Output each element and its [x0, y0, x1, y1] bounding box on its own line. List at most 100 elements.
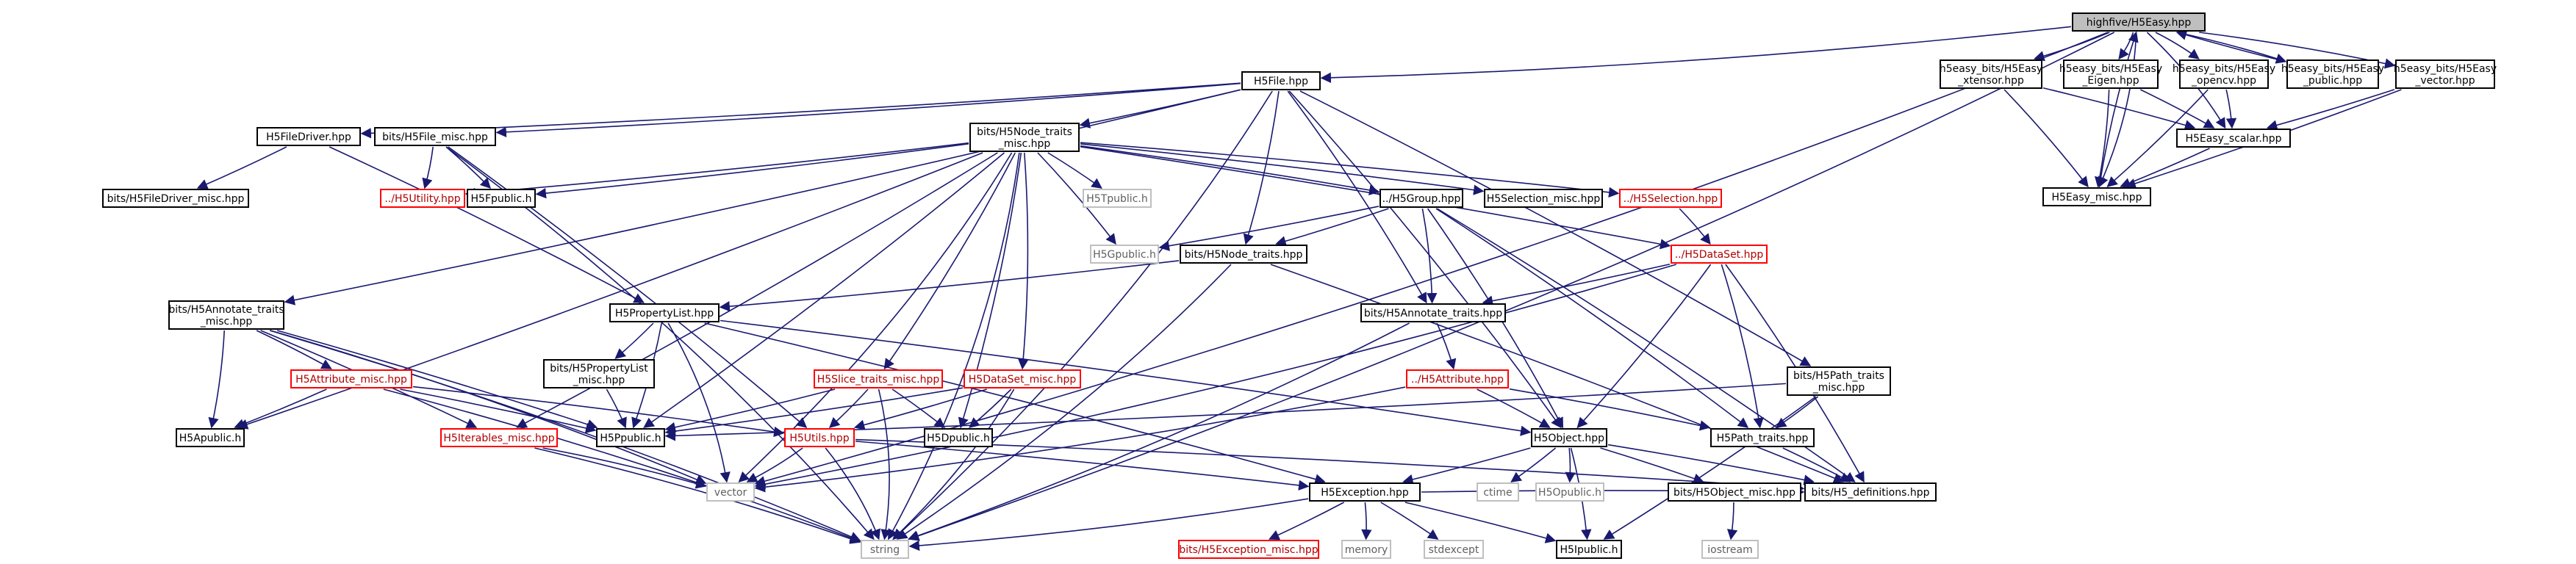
node-iterables[interactable]: H5Iterables_misc.hpp — [440, 428, 558, 447]
node-opencv[interactable]: h5easy_bits/H5Easy_opencv.hpp — [2173, 59, 2275, 89]
node-annotatemisc-label-0: bits/H5Annotate_traits — [168, 304, 284, 316]
node-h5file[interactable]: H5File.hpp — [1241, 71, 1321, 90]
edge-selection-to-dataset — [1679, 208, 1711, 245]
edge-nodetraitsmisc-to-dpublic — [958, 152, 1022, 429]
node-h5file-label-0: H5File.hpp — [1254, 76, 1308, 87]
node-ipublic[interactable]: H5Ipublic.h — [1556, 540, 1622, 559]
edge-object-to-opublic — [1565, 447, 1576, 483]
node-dataset[interactable]: ../H5DataSet.hpp — [1671, 245, 1768, 264]
node-attribute[interactable]: ../H5Attribute.hpp — [1406, 369, 1509, 388]
node-ppublic-label-0: H5Ppublic.h — [600, 433, 661, 444]
node-pathtraits[interactable]: H5Path_traits.hpp — [1710, 428, 1815, 447]
node-object[interactable]: H5Object.hpp — [1531, 428, 1607, 447]
edge-dataset-to-annotate — [1482, 263, 1671, 306]
node-selectionmisc[interactable]: H5Selection_misc.hpp — [1484, 189, 1603, 208]
node-excmisc[interactable]: bits/H5Exception_misc.hpp — [1178, 540, 1319, 559]
node-filedriver[interactable]: H5FileDriver.hpp — [256, 127, 361, 146]
node-ppublic[interactable]: H5Ppublic.h — [596, 428, 665, 447]
node-dpublic[interactable]: H5Dpublic.h — [924, 428, 993, 447]
node-pathmisc[interactable]: bits/H5Path_traits_misc.hpp — [1787, 366, 1891, 396]
node-vectorh[interactable]: h5easy_bits/H5Easy_vector.hpp — [2394, 59, 2497, 89]
edge-group-to-annotate — [1421, 208, 1438, 304]
edge-nodetraitsmisc-to-utility — [464, 142, 969, 199]
edge-exception-to-string — [908, 498, 1309, 552]
node-defs[interactable]: bits/H5_definitions.hpp — [1804, 482, 1937, 502]
node-root[interactable]: highfive/H5Easy.hpp — [2072, 12, 2206, 32]
node-plistmisc[interactable]: bits/H5PropertyList_misc.hpp — [543, 359, 655, 388]
node-gpublic[interactable]: H5Gpublic.h — [1090, 245, 1159, 264]
node-memory[interactable]: memory — [1341, 540, 1391, 559]
edge-filemisc-to-utility — [422, 146, 434, 189]
edge-nodetraits-to-string — [896, 264, 1232, 540]
node-string[interactable]: string — [861, 540, 909, 559]
edge-nodetraits-to-defs — [1270, 264, 1845, 483]
node-exception[interactable]: H5Exception.hpp — [1309, 482, 1421, 502]
edge-plistmisc-to-ppublic — [606, 388, 627, 429]
node-filedrivermisc[interactable]: bits/H5FileDriver_misc.hpp — [102, 189, 249, 208]
edge-datasetmisc-to-string — [892, 388, 1015, 540]
node-stdexcept[interactable]: stdexcept — [1424, 540, 1484, 559]
node-annotate[interactable]: bits/H5Annotate_traits.hpp — [1360, 303, 1506, 322]
edge-nodetraitsmisc-to-slicemisc — [883, 152, 1016, 370]
node-stdexcept-box — [1424, 540, 1484, 559]
node-excmisc-box — [1178, 540, 1319, 559]
edge-slicemisc-to-string — [878, 388, 891, 540]
node-pathmisc-box — [1787, 366, 1891, 396]
node-attribute-box — [1406, 369, 1509, 388]
edge-nodetraitsmisc-to-apublic — [237, 152, 983, 430]
node-nodetraits[interactable]: bits/H5Node_traits.hpp — [1180, 245, 1307, 264]
node-tpublic[interactable]: H5Tpublic.h — [1083, 189, 1152, 208]
node-easymisc[interactable]: H5Easy_misc.hpp — [2042, 187, 2151, 206]
edge-plist-to-plistmisc — [614, 322, 654, 359]
edge-slicemisc-to-dpublic — [891, 388, 946, 428]
node-stdexcept-label-0: stdexcept — [1429, 544, 1479, 556]
node-scalar-label-0: H5Easy_scalar.hpp — [2185, 133, 2281, 145]
node-iostream-label-0: iostream — [1707, 544, 1753, 556]
node-public[interactable]: h5easy_bits/H5Easy_public.hpp — [2281, 59, 2384, 89]
node-opencv-label-0: h5easy_bits/H5Easy — [2173, 63, 2275, 75]
node-eigen[interactable]: h5easy_bits/H5Easy_Eigen.hpp — [2059, 59, 2162, 89]
node-filedriver-label-0: H5FileDriver.hpp — [266, 131, 351, 143]
node-fpublic-label-0: H5Fpublic.h — [471, 193, 532, 205]
node-attrmisc[interactable]: H5Attribute_misc.hpp — [290, 369, 412, 388]
node-utils[interactable]: H5Utils.hpp — [784, 428, 855, 447]
node-ctime-label-0: ctime — [1483, 487, 1512, 499]
node-fpublic-box — [467, 189, 536, 208]
node-plist[interactable]: H5PropertyList.hpp — [609, 303, 720, 322]
node-utility[interactable]: ../H5Utility.hpp — [380, 189, 465, 208]
node-group[interactable]: ../H5Group.hpp — [1380, 189, 1463, 208]
node-attrmisc-box — [290, 369, 412, 388]
node-fpublic[interactable]: H5Fpublic.h — [467, 189, 536, 208]
edge-attrmisc-to-apublic — [234, 388, 327, 430]
edge-attrmisc-to-ppublic — [400, 388, 597, 434]
node-objmisc[interactable]: bits/H5Object_misc.hpp — [1668, 482, 1801, 502]
node-apublic[interactable]: H5Apublic.h — [176, 428, 245, 447]
node-opublic-label-0: H5Opublic.h — [1538, 487, 1601, 499]
node-nodetraitsmisc[interactable]: bits/H5Node_traits_misc.hpp — [969, 123, 1080, 152]
node-scalar[interactable]: H5Easy_scalar.hpp — [2176, 129, 2291, 148]
node-slicemisc[interactable]: H5Slice_traits_misc.hpp — [814, 369, 943, 388]
node-opublic[interactable]: H5Opublic.h — [1535, 482, 1604, 502]
edge-datasetmisc-to-utils — [853, 388, 987, 430]
node-vectorh-label-1: _vector.hpp — [2414, 75, 2475, 87]
node-exception-label-0: H5Exception.hpp — [1321, 487, 1409, 499]
edge-group-to-pathtraits — [1435, 208, 1749, 428]
node-selectionmisc-box — [1484, 189, 1603, 208]
node-annotatemisc[interactable]: bits/H5Annotate_traits_misc.hpp — [168, 300, 284, 330]
node-filemisc[interactable]: bits/H5File_misc.hpp — [374, 127, 496, 146]
node-xtensor-label-0: h5easy_bits/H5Easy — [1940, 63, 2042, 75]
node-memory-box — [1341, 540, 1391, 559]
edge-datasetmisc-to-ppublic — [664, 387, 964, 437]
node-nodetraitsmisc-label-1: _misc.hpp — [998, 138, 1051, 150]
node-xtensor[interactable]: h5easy_bits/H5Easy_xtensor.hpp — [1940, 59, 2042, 89]
edge-nodetraitsmisc-to-selectionmisc — [1080, 143, 1485, 195]
node-iostream[interactable]: iostream — [1701, 540, 1759, 559]
edge-filedriver-to-plist — [329, 146, 645, 303]
node-datasetmisc[interactable]: H5DataSet_misc.hpp — [964, 369, 1081, 388]
node-vector[interactable]: vector — [706, 482, 755, 502]
edge-annotatemisc-to-attrmisc — [256, 330, 332, 369]
node-selection[interactable]: ../H5Selection.hpp — [1619, 189, 1722, 208]
node-annotate-label-0: bits/H5Annotate_traits.hpp — [1364, 308, 1502, 319]
node-ctime[interactable]: ctime — [1477, 482, 1519, 502]
